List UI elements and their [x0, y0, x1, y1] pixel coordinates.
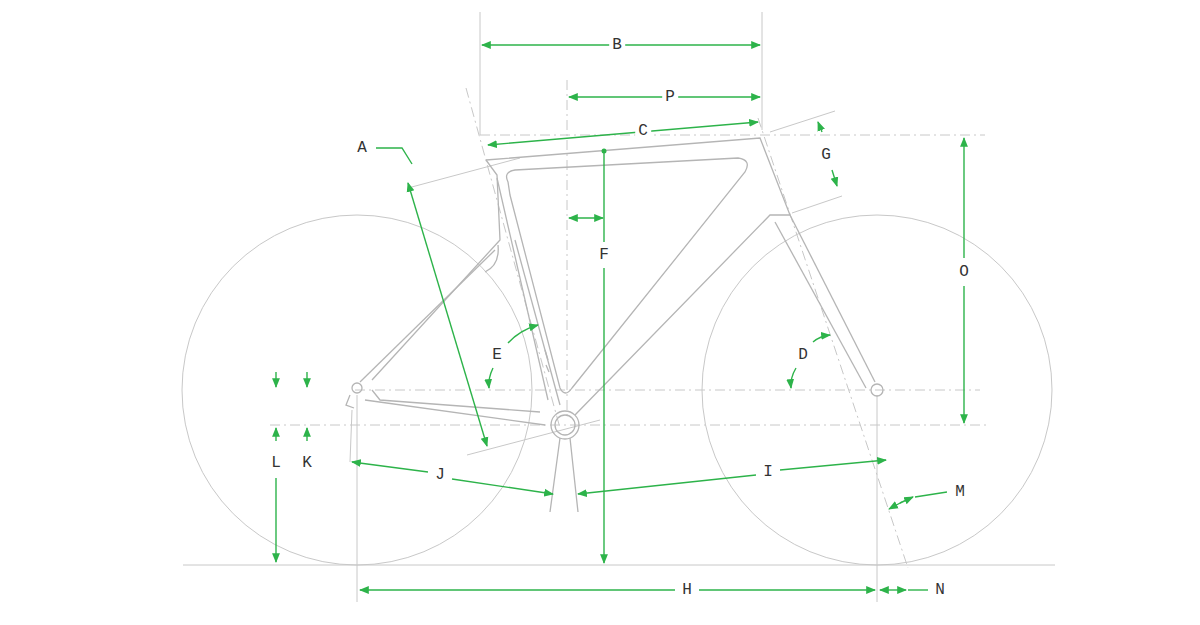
- dimension-letter: M: [952, 483, 968, 501]
- drawing-stroke: [270, 425, 990, 426]
- drawing-stroke: [350, 410, 352, 462]
- dimension-letter: G: [818, 146, 834, 164]
- drawing-stroke: [818, 122, 822, 132]
- drawing-stroke: [486, 138, 790, 415]
- wheels: [182, 215, 1052, 565]
- dimension-letter: H: [679, 581, 695, 599]
- drawing-stroke: [183, 565, 1055, 566]
- drawing-stroke: [602, 149, 607, 154]
- drawing-stroke: [900, 497, 913, 503]
- drawing-stroke: [408, 183, 487, 446]
- drawing-stroke: [275, 372, 276, 387]
- dimension-letter: F: [596, 246, 612, 264]
- drawing-stroke: [832, 170, 837, 186]
- drawing-stroke: [306, 372, 307, 387]
- dimension-letter: D: [795, 346, 811, 364]
- dimension-letter: B: [609, 36, 625, 54]
- drawing-stroke: [791, 368, 796, 388]
- drawing-stroke: [545, 350, 549, 372]
- dimension-letter: N: [932, 581, 948, 599]
- drawing-stroke: [963, 286, 964, 423]
- drawing-stroke: [489, 368, 493, 388]
- drawing-stroke: [466, 88, 560, 428]
- drawing-stroke: [275, 428, 276, 441]
- drawing-stroke: [515, 240, 560, 405]
- drawing-stroke: [699, 589, 875, 590]
- drawing-stroke: [497, 178, 548, 400]
- dimension-letter: O: [956, 263, 972, 281]
- drawing-stroke: [508, 325, 538, 343]
- drawing-stroke: [780, 460, 886, 470]
- drawing-stroke: [555, 415, 575, 435]
- drawing-stroke: [360, 589, 675, 590]
- drawing-stroke: [352, 462, 428, 472]
- drawing-stroke: [306, 428, 307, 441]
- drawing-stroke: [485, 245, 498, 272]
- drawing-stroke: [365, 400, 545, 425]
- drawing-stroke: [880, 589, 906, 590]
- dimension-letter: C: [635, 122, 651, 140]
- drawing-stroke: [182, 215, 532, 565]
- reference-lines: [183, 12, 1055, 602]
- drawing-stroke: [702, 215, 1052, 565]
- drawing-stroke: [372, 160, 500, 380]
- frame: [346, 138, 883, 512]
- drawing-stroke: [355, 390, 980, 391]
- dimension-lines: [276, 45, 964, 590]
- drawing-stroke: [908, 589, 928, 590]
- drawing-stroke: [963, 138, 964, 258]
- drawing-stroke: [603, 268, 604, 563]
- drawing-stroke: [775, 222, 866, 388]
- dimension-letter: A: [354, 139, 370, 157]
- drawing-stroke: [871, 384, 883, 396]
- drawing-stroke: [480, 12, 481, 135]
- drawing-stroke: [507, 158, 748, 393]
- drawing-stroke: [275, 478, 276, 562]
- drawing-stroke: [762, 12, 763, 130]
- drawing-stroke: [452, 479, 553, 494]
- drawing-stroke: [915, 492, 947, 497]
- dimension-letter: L: [268, 454, 284, 472]
- drawing-stroke: [569, 217, 603, 218]
- drawing-stroke: [376, 148, 412, 164]
- drawing-stroke: [352, 383, 362, 393]
- drawing-stroke: [408, 158, 520, 188]
- drawing-stroke: [488, 122, 758, 145]
- drawing-stroke: [372, 390, 540, 412]
- drawing-stroke: [813, 335, 830, 342]
- drawing-stroke: [480, 135, 985, 136]
- drawing-stroke: [758, 118, 908, 568]
- drawing-stroke: [360, 250, 495, 382]
- dimension-letter: I: [760, 463, 776, 481]
- dimension-letter: P: [662, 88, 678, 106]
- drawing-stroke: [603, 151, 604, 242]
- drawing-stroke: [578, 475, 756, 494]
- drawing-stroke: [567, 80, 568, 420]
- drawing-stroke: [550, 438, 578, 512]
- drawing-stroke: [551, 411, 579, 439]
- drawing-stroke: [877, 395, 878, 602]
- drawing-stroke: [770, 111, 835, 132]
- drawing-stroke: [467, 420, 600, 455]
- dimension-letter: K: [299, 454, 315, 472]
- drawing-stroke: [357, 395, 358, 602]
- drawing-stroke: [790, 215, 875, 382]
- drawing-stroke: [346, 395, 354, 408]
- dimension-letter: J: [432, 466, 448, 484]
- dimension-letter: E: [489, 346, 505, 364]
- drawing-stroke: [792, 196, 842, 213]
